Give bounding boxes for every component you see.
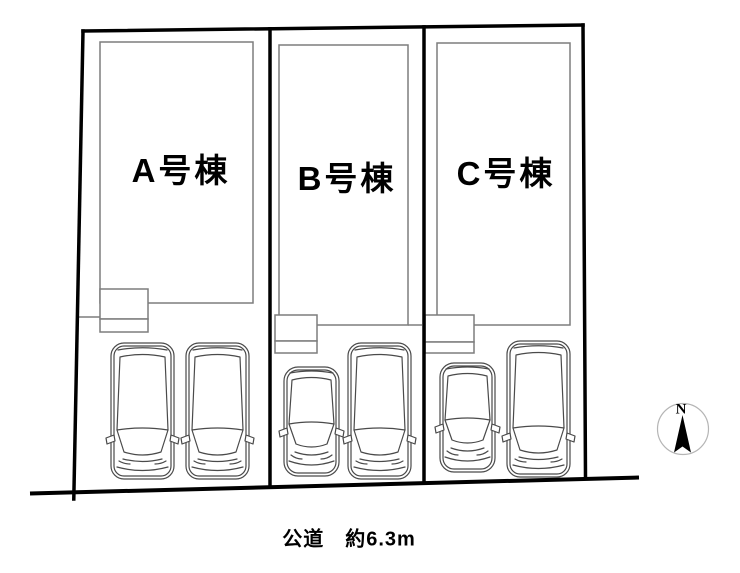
car-icon xyxy=(180,342,255,480)
building-c-label: C号棟 xyxy=(456,155,556,192)
building-b-label: B号棟 xyxy=(297,160,397,197)
car-icon xyxy=(278,366,345,477)
car-icon xyxy=(434,362,501,473)
car-icon xyxy=(105,342,180,480)
road-label: 公道 約6.3m xyxy=(282,528,416,551)
car-icon xyxy=(501,340,576,478)
road-edge-line xyxy=(29,475,640,496)
north-label: N xyxy=(675,401,687,418)
building-a-outline xyxy=(76,41,254,333)
building-a-label: A号棟 xyxy=(131,152,231,189)
north-compass-icon xyxy=(656,402,710,456)
car-icon xyxy=(342,342,417,480)
building-b-outline xyxy=(274,44,422,354)
building-c-outline xyxy=(424,42,571,354)
lot-boundary xyxy=(72,23,588,501)
parked-cars xyxy=(105,340,576,480)
